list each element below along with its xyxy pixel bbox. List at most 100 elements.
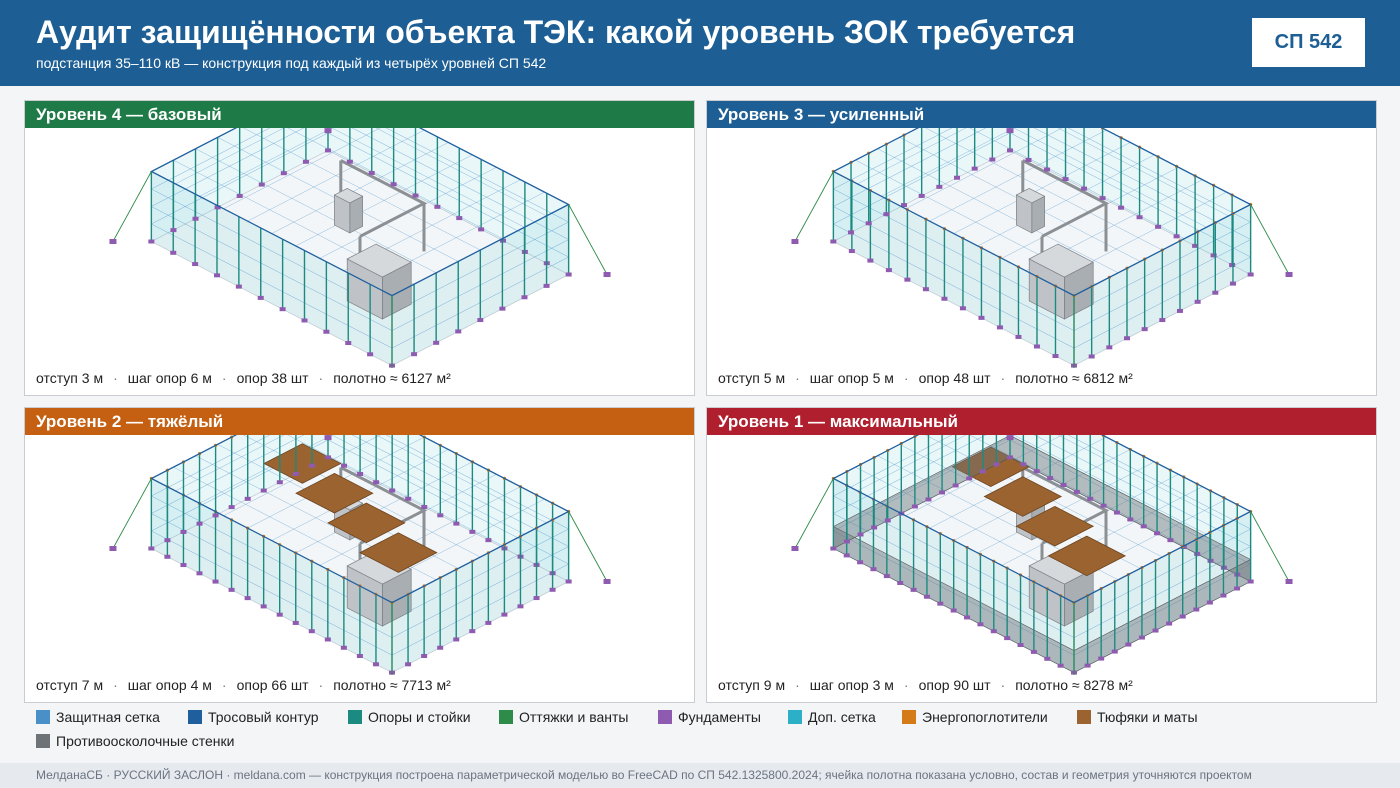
post-foundation xyxy=(1176,308,1183,313)
post-foundation xyxy=(260,488,267,493)
anchor-foundation xyxy=(1006,435,1014,441)
post-foundation xyxy=(1025,157,1032,162)
anchor-foundation xyxy=(1285,579,1293,584)
legend-item-mats: Тюфяки и маты xyxy=(1077,709,1198,725)
post-foundation xyxy=(411,352,418,357)
roof-mesh-line xyxy=(243,128,481,251)
post-foundation xyxy=(543,283,550,288)
post-foundation xyxy=(276,612,283,617)
post-foundation xyxy=(941,296,948,301)
mesh-line xyxy=(1009,132,1251,258)
post-foundation xyxy=(1167,538,1174,543)
anchor-foundation xyxy=(109,239,117,244)
control-cabinet xyxy=(333,188,364,204)
control-cabinet xyxy=(1015,188,1046,204)
post-foundation xyxy=(978,315,985,320)
post-foundation xyxy=(565,272,572,277)
post-foundation xyxy=(455,329,462,334)
post-foundation xyxy=(192,262,199,267)
post-foundation xyxy=(324,637,331,642)
legend-swatch-cable xyxy=(188,710,202,724)
post-foundation xyxy=(412,193,419,198)
page-title: Аудит защищённости объекта ТЭК: какой ур… xyxy=(36,14,1076,50)
level-3-area: полотно ≈ 6812 м² xyxy=(1015,370,1133,386)
level-3-stats: отступ 5 м·шаг опор 5 м·опор 48 шт·полот… xyxy=(718,370,1133,386)
post-foundation xyxy=(485,538,492,543)
post-foundation xyxy=(499,306,506,311)
post-foundation xyxy=(1229,262,1236,267)
level-2-model xyxy=(109,435,611,675)
post-foundation xyxy=(437,645,444,650)
mesh-line xyxy=(1033,128,1251,240)
level-2-panel: Уровень 2 — тяжёлый отступ 7 м·шаг опор … xyxy=(24,407,695,703)
post-foundation xyxy=(244,496,251,501)
roof-mesh-line xyxy=(1013,128,1207,228)
post-foundation xyxy=(1007,148,1013,153)
post-foundation xyxy=(904,277,911,282)
post-foundation xyxy=(1052,354,1059,359)
post-foundation xyxy=(367,352,374,357)
post-foundation xyxy=(977,622,984,627)
post-foundation xyxy=(925,497,932,502)
post-foundation xyxy=(1166,621,1173,626)
post-foundation xyxy=(357,471,364,476)
legend-swatch-mats xyxy=(1077,710,1091,724)
legend-item-mesh: Защитная сетка xyxy=(36,709,160,725)
post-foundation xyxy=(478,227,485,232)
roof-mesh-line xyxy=(375,128,547,217)
post-foundation xyxy=(170,228,177,233)
post-foundation xyxy=(1159,318,1166,323)
post-foundation xyxy=(1247,272,1254,277)
post-foundation xyxy=(848,230,855,235)
post-foundation xyxy=(843,553,850,558)
post-foundation xyxy=(323,329,330,334)
mesh-panel xyxy=(1010,128,1251,275)
post-foundation xyxy=(368,170,375,175)
mesh-line xyxy=(351,435,569,547)
post-foundation xyxy=(258,182,265,187)
mesh-line xyxy=(351,128,569,240)
legend-swatch-absorbers xyxy=(902,710,916,724)
level-1-model xyxy=(791,435,1293,675)
guy-wire xyxy=(794,171,834,242)
post-foundation xyxy=(235,284,242,289)
post-foundation xyxy=(341,463,348,468)
post-foundation xyxy=(883,212,890,217)
transformer xyxy=(1028,243,1094,278)
post-foundation xyxy=(1212,290,1219,295)
post-foundation xyxy=(212,513,219,518)
post-foundation xyxy=(453,637,460,642)
post-foundation xyxy=(1194,299,1201,304)
post-foundation xyxy=(1136,215,1143,220)
post-foundation xyxy=(885,268,892,273)
post-foundation xyxy=(1123,336,1130,341)
post-foundation xyxy=(1193,607,1200,612)
mesh-panel xyxy=(328,435,569,582)
legend-item-guys: Оттяжки и ванты xyxy=(499,709,628,725)
level-4-offset: отступ 3 м xyxy=(36,370,104,386)
level-4-posts: опор 38 шт xyxy=(236,370,309,386)
post-foundation xyxy=(959,306,966,311)
post-foundation xyxy=(1088,354,1095,359)
level-1-offset: отступ 9 м xyxy=(718,677,786,693)
post-foundation xyxy=(936,184,943,189)
mesh-line xyxy=(151,206,393,331)
post-foundation xyxy=(1192,243,1199,248)
level-3-posts: опор 48 шт xyxy=(918,370,991,386)
post-foundation xyxy=(308,463,315,468)
post-foundation xyxy=(279,307,286,312)
roof-mesh-line xyxy=(1013,435,1207,535)
post-foundation xyxy=(280,171,287,176)
post-foundation xyxy=(213,273,220,278)
anchor-foundation xyxy=(1006,128,1014,134)
post-foundation xyxy=(302,159,309,164)
post-foundation xyxy=(1113,510,1120,515)
post-foundation xyxy=(1099,196,1106,201)
post-foundation xyxy=(228,587,235,592)
post-foundation xyxy=(517,604,524,609)
post-foundation xyxy=(292,471,299,476)
legend-item-foundations: Фундаменты xyxy=(658,709,761,725)
post-foundation xyxy=(857,532,864,537)
post-foundation xyxy=(212,579,219,584)
transformer xyxy=(346,243,412,278)
